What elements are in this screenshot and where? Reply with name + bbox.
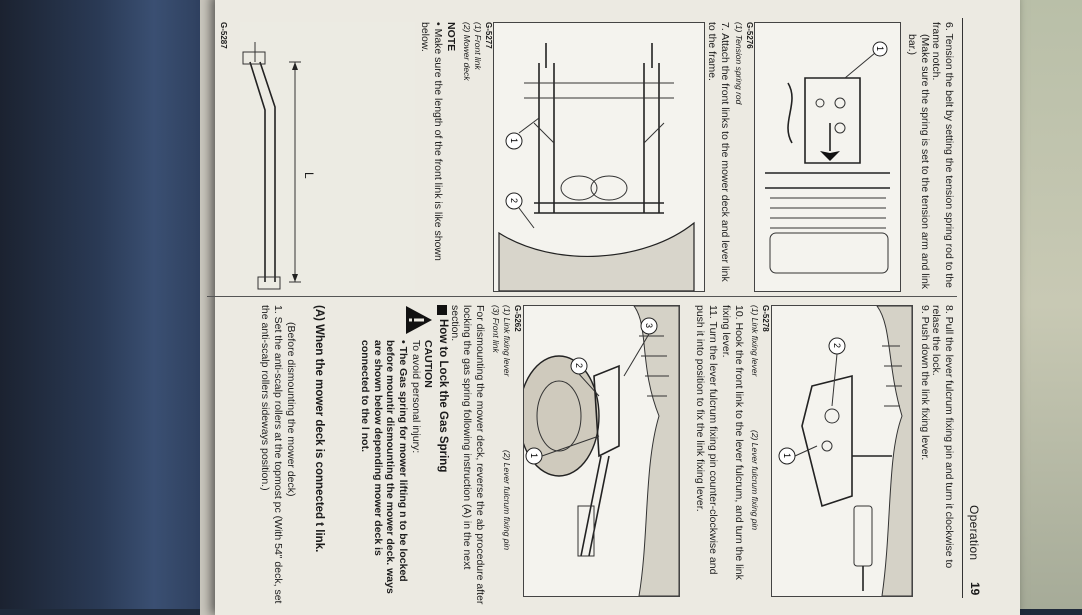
- caution-body: • The Gas spring for mower lifting n to …: [359, 340, 410, 594]
- caption-front-link: (1) Front link: [473, 22, 483, 70]
- callout-2-circle: [505, 192, 523, 210]
- caption-lever-fulcrum-fixing-pin: (2) Lever fulcrum fixing pin: [750, 430, 760, 531]
- warning-triangle-icon: [405, 305, 433, 335]
- column-divider: [207, 296, 957, 297]
- facing-page-edge: [200, 0, 218, 615]
- note-text: • Make sure the length of the front link…: [419, 22, 445, 261]
- svg-text:1: 1: [782, 453, 792, 458]
- figure-lever-fulcrum: 1 2: [771, 305, 913, 597]
- figure-code-g5262: G-5262: [513, 305, 522, 332]
- rotated-page-content: Operation 19 6. Tension the belt by sett…: [198, 0, 1003, 609]
- step-6-note: (Make sure the spring is set to the tens…: [906, 34, 932, 290]
- caption-tension-spring-rod: (1) Tension spring rod: [734, 22, 744, 105]
- header-rule: [962, 18, 963, 598]
- dimension-label-l: L: [302, 172, 316, 179]
- svg-text:1: 1: [529, 453, 539, 458]
- caption-mower-deck: (2) Mower deck: [462, 22, 472, 81]
- page-header-title: Operation: [967, 505, 981, 561]
- svg-text:3: 3: [644, 323, 654, 328]
- figure-tension-spring: 1: [754, 22, 901, 292]
- caption-front-link-3: (3) Front link: [491, 305, 501, 353]
- svg-text:1: 1: [509, 138, 519, 143]
- note-title: NOTE: [445, 22, 457, 52]
- section-a-step-1: 1. Set the anti-scalp rollers at the top…: [259, 305, 285, 604]
- step-6: 6. Tension the belt by setting the tensi…: [930, 22, 956, 288]
- step-9: 9. Push down the link fixing lever.: [919, 305, 931, 461]
- caption-lever-fulcrum-fixing-pin-2: (2) Lever fulcrum fixing pin: [502, 450, 512, 551]
- figure-code-g5287: G-5287: [219, 22, 228, 49]
- figure-code-g5278: G-5278: [761, 305, 770, 332]
- figure-link-fixing: 1 2 3: [523, 305, 680, 597]
- section-a-title: (A) When the mower deck is connected t l…: [313, 305, 325, 553]
- svg-text:1: 1: [875, 46, 885, 51]
- callout-1-circle: [505, 132, 523, 150]
- figure-front-links: 1 2: [493, 22, 705, 292]
- figure-code-g5276: G-5276: [745, 22, 754, 49]
- step-7: 7. Attach the front links to the mower d…: [706, 22, 732, 282]
- step-11: 11. Turn the lever fulcrum fixing pin co…: [694, 305, 720, 575]
- figure-front-link-length: L: [240, 22, 415, 290]
- section-marker-square: [437, 305, 447, 315]
- denim-background: [0, 0, 220, 609]
- page-number: 19: [968, 582, 982, 596]
- svg-text:2: 2: [832, 343, 842, 348]
- section-a-subtitle: (Before dismounting the mower deck): [285, 322, 297, 497]
- caution-title: CAUTION: [422, 340, 434, 388]
- step-8: 8. Pull the lever fulcrum fixing pin and…: [930, 305, 956, 569]
- caption-link-fixing-lever: (1) Link fixing lever: [750, 305, 760, 377]
- step-10: 10. Hook the front link to the lever ful…: [720, 305, 746, 580]
- caption-link-fixing-lever-2: (1) Link fixing lever: [502, 305, 512, 377]
- svg-text:2: 2: [509, 198, 519, 203]
- dismount-instruction: For dismounting the mower deck, reverse …: [449, 305, 486, 605]
- callout-1-circle: [872, 41, 888, 57]
- caution-intro: To avoid personal injury:: [410, 340, 422, 454]
- section-title-lock-gas-spring: How to Lock the Gas Spring: [437, 319, 449, 473]
- figure-code-g5277: G-5277: [484, 22, 493, 49]
- svg-text:2: 2: [574, 363, 584, 368]
